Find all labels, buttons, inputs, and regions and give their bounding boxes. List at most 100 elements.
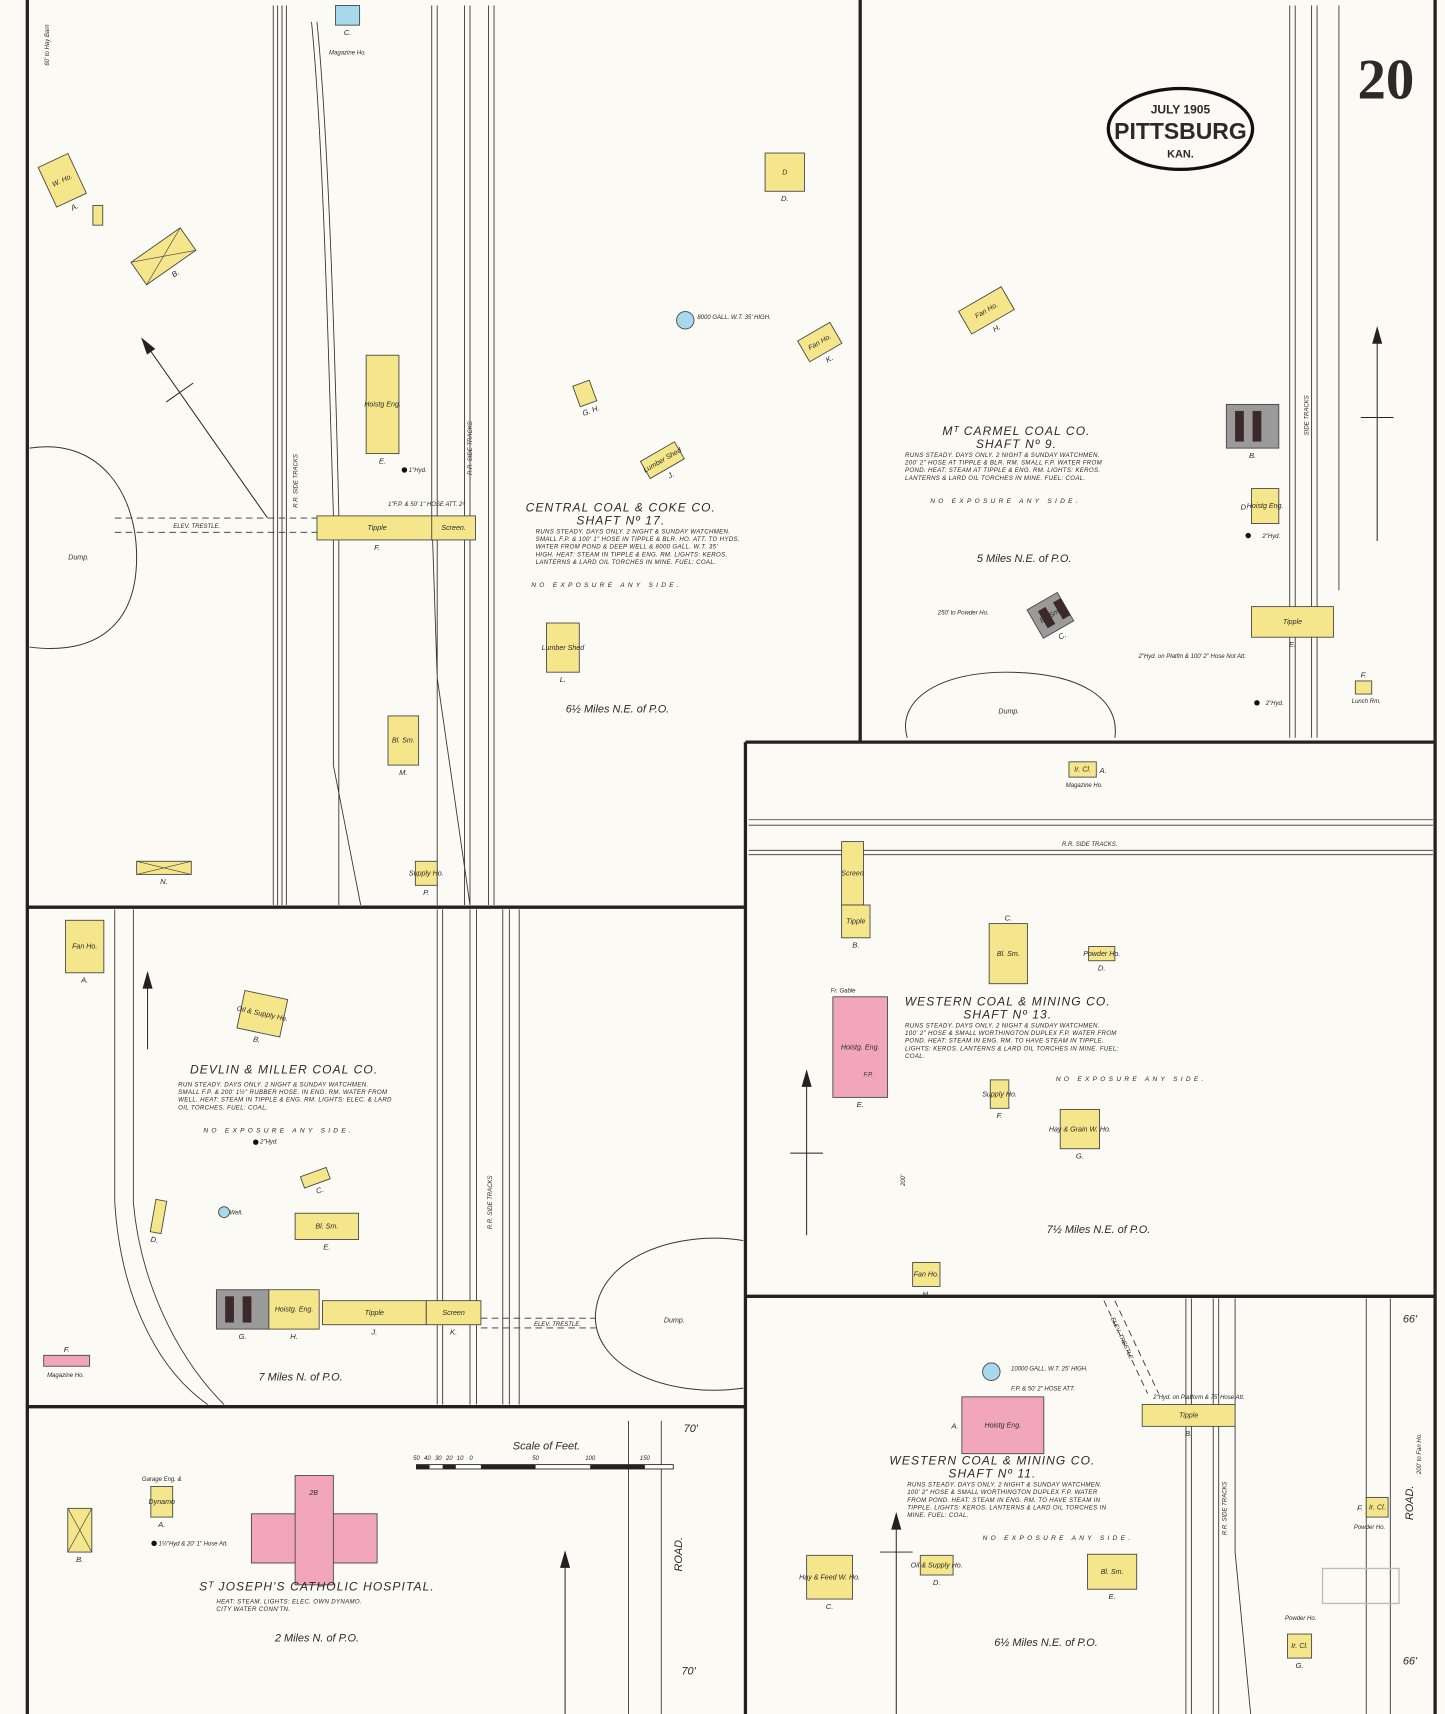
building-footprint [316,515,438,541]
company-description-line: SMALL F.P. & 100' 1" HOSE IN TIPPLE & BL… [536,536,740,543]
map-annotation: 2"Hyd. on Platfm & 100' 2" Hose Not Att. [1137,654,1246,660]
building-label: 2B [308,1489,318,1497]
map-annotation: 70' [681,1665,696,1677]
building-label: Bl. Sm. [392,737,415,745]
building-footprint [414,860,438,886]
building-letter: H. [290,1332,298,1341]
building: Hoistg Eng.E. [364,354,401,465]
map-annotation: 70' [684,1423,699,1435]
map-annotation: ELEV. TRESTLE. [534,1322,581,1328]
map-annotation: 2"Hyd. [1261,534,1280,540]
building-footprint [1287,1633,1313,1659]
building-letter: E. [1289,640,1296,649]
building-footprint [294,1475,334,1586]
building-letter: M. [399,768,408,777]
map-annotation: Powder Ho. [1354,1525,1385,1531]
building-letter: A. [80,976,88,985]
company-description-line: COAL. [905,1053,925,1060]
scale-title: Scale of Feet. [513,1440,580,1452]
hydrant-icon [253,1139,259,1145]
dump-outlines [29,446,1116,1391]
building-label: Ir. Cl. [1369,1503,1386,1511]
company-description-line: MINE. FUEL: COAL. [907,1512,969,1519]
building: Hoistg. Eng.E. [832,996,888,1109]
building-footprint [832,996,888,1098]
building-label: Hay & Grain W. Ho. [1049,1125,1111,1133]
shaft-number: SHAFT Nº 9. [976,437,1057,451]
building: Fan Ho.H. [912,1261,941,1298]
company-legend: Sᵀ JOSEPH'S CATHOLIC HOSPITAL.HEAT: STEA… [199,1579,434,1645]
map-annotation: 250' to Powder Ho. [937,610,989,616]
building: B. [1225,403,1280,460]
building-label: D [782,168,787,176]
company-name: CENTRAL COAL & COKE CO. [526,501,716,515]
map-annotation: R.R. SIDE TRACKS. [1062,842,1117,848]
received-stamp [1321,1567,1400,1605]
scale-tick-label: 10 [457,1456,464,1462]
building-letter: B. [76,1555,83,1564]
building-letter: F. [374,543,380,552]
building-footprint [268,1289,320,1330]
building-footprint [841,904,871,939]
company-name: Mᵀ CARMEL COAL CO. [942,424,1090,438]
building: Fan Ho. A. [65,919,105,985]
railroad-tracks [114,5,1433,1714]
company-description-line: OIL TORCHES. FUEL: COAL. [178,1104,268,1111]
map-annotation: SIDE TRACKS [1304,395,1310,435]
building: F. [43,1345,91,1367]
building-label: Tipple [1283,618,1302,626]
building-footprint [919,1554,954,1576]
building-letter: A. [1099,766,1107,775]
building-letter: H. [922,1289,930,1298]
hydrant-icon [401,467,408,473]
building: Hoistg Eng.A. [950,1396,1045,1455]
building: Ir. Cl.A. [1068,761,1107,778]
company-name: DEVLIN & MILLER COAL CO. [190,1062,378,1076]
building-letter: G. [1076,1152,1084,1161]
map-annotation: Magazine Ho. [47,1373,84,1379]
map-annotation: 2"Hyd. [259,1139,278,1145]
building-footprint [546,622,580,673]
scale-tick-label: 100 [585,1456,596,1462]
building: Bl. Sm. M. [387,715,420,777]
building-label: Screen. [441,524,465,532]
building-footprint [92,205,104,226]
building: C. [299,1166,331,1196]
building-letter: F. [1357,1504,1363,1513]
building-label: Supply Ho. [409,869,444,877]
building-label: Bl. Sm. [997,950,1020,958]
boiler-mark [1053,598,1071,620]
map-annotation: Lunch Rm. [1352,699,1381,705]
building-label: Bl. Sm. [315,1223,338,1231]
map-annotation: Dump. [998,708,1019,716]
building-label: Oil & Supply Ho. [911,1561,963,1569]
map-annotation: R.R. SIDE TRACKS [488,1175,494,1229]
map-annotation: Magazine Ho. [329,51,366,57]
map-annotation: 2"Hyd. [1265,701,1284,707]
map-annotation: 60' to Hay Barn [45,24,51,66]
map-annotation: Magazine Ho. [1066,783,1103,789]
building-footprint [236,989,289,1038]
building: Bl. Sm. E. [294,1212,359,1251]
shaft-number: SHAFT Nº 11. [948,1467,1036,1481]
building-letter: D. [933,1578,941,1587]
building-label: Fan Ho. [72,943,97,951]
water-tank-icon [676,311,695,330]
building-footprint [1059,1108,1100,1150]
building-letter: E. [323,1242,330,1251]
distance-from-post-office: 2 Miles N. of P.O. [274,1633,359,1645]
company-description-line: RUNS STEADY. DAYS ONLY. 2 NIGHT & SUNDAY… [907,1481,1102,1488]
boiler-mark [225,1296,234,1323]
map-annotation: Powder Ho. [1285,1616,1316,1622]
hydrant-icon [151,1540,157,1547]
building-letter: G. [239,1332,247,1341]
building-footprint [335,5,361,26]
building-label: Hoistg Eng. [984,1421,1021,1429]
company-description-line: POND. HEAT: STEAM AT TIPPLE & ENG. RM. L… [905,467,1100,474]
map-date: JULY 1905 [1151,103,1211,117]
